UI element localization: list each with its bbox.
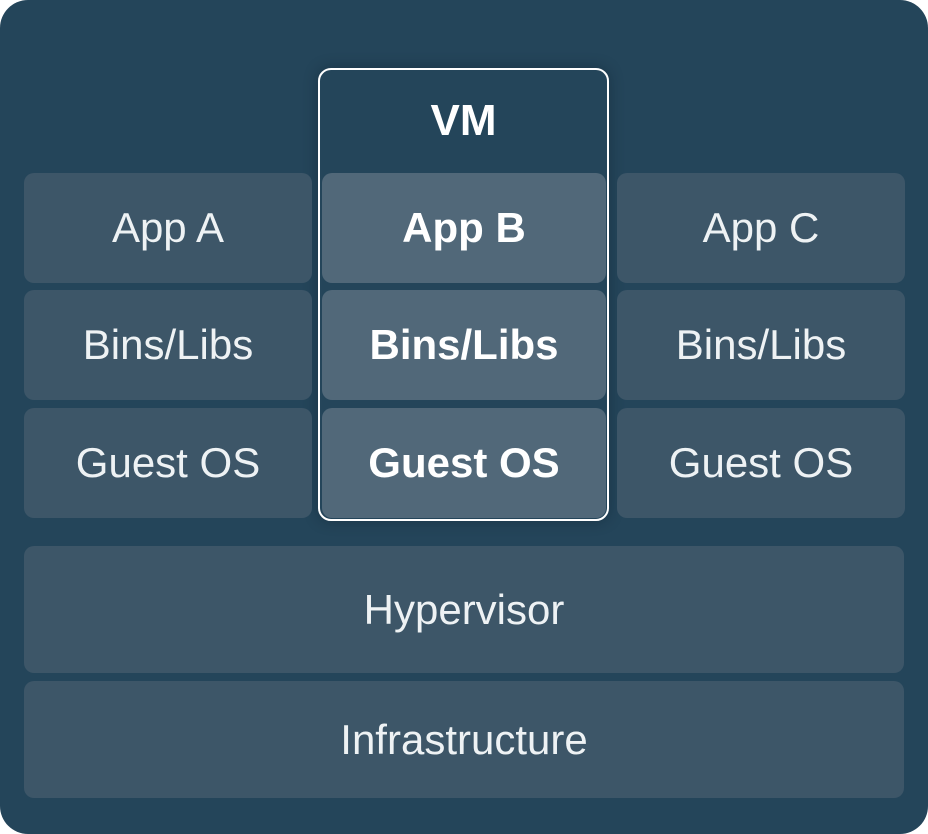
- cell-guest-os-c: Guest OS: [617, 408, 905, 518]
- cell-guest-os-a: Guest OS: [24, 408, 312, 518]
- cell-bins-libs-a: Bins/Libs: [24, 290, 312, 400]
- cell-bins-libs-b: Bins/Libs: [322, 290, 606, 400]
- cell-guest-os-b: Guest OS: [322, 408, 606, 518]
- layer-infrastructure: Infrastructure: [24, 681, 904, 798]
- cell-bins-libs-c: Bins/Libs: [617, 290, 905, 400]
- vm-outline-box: VM: [318, 68, 609, 521]
- cell-app-c: App C: [617, 173, 905, 283]
- layer-hypervisor: Hypervisor: [24, 546, 904, 673]
- cell-app-b: App B: [322, 173, 606, 283]
- vm-box-label: VM: [430, 96, 497, 145]
- cell-app-a: App A: [24, 173, 312, 283]
